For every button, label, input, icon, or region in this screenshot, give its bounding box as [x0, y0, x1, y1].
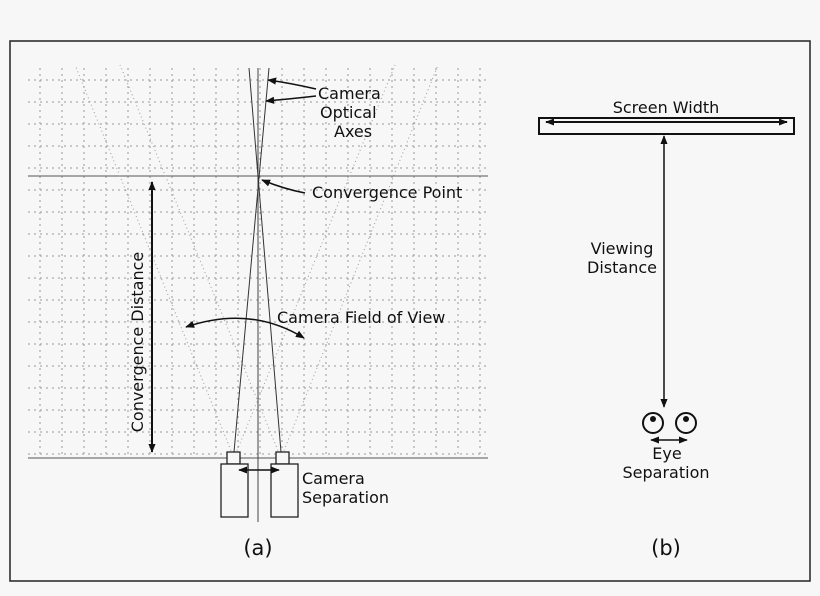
screen	[538, 117, 795, 135]
label-eye-separation-2: Separation	[623, 463, 710, 482]
label-convergence-distance: Convergence Distance	[128, 252, 147, 433]
label-camera-optical-axes-3: Axes	[334, 122, 372, 141]
label-camera-field-of-view: Camera Field of View	[277, 308, 445, 327]
convergence-point-pointer	[261, 179, 306, 194]
label-camera-optical-axes-1: Camera	[318, 84, 381, 103]
caption-a: (a)	[243, 536, 272, 560]
left-optical-axis	[233, 67, 270, 453]
left-eye-icon	[642, 412, 664, 434]
caption-b: (b)	[651, 536, 681, 560]
label-convergence-point: Convergence Point	[312, 183, 462, 202]
label-camera-separation-2: Separation	[302, 488, 389, 507]
optical-axes-pointer-1	[267, 77, 317, 90]
label-eye-separation-1: Eye	[652, 444, 681, 463]
optical-axes-pointer-2	[265, 95, 317, 104]
right-eye-icon	[675, 412, 697, 434]
label-viewing-distance-1: Viewing	[591, 239, 654, 258]
label-camera-optical-axes-2: Optical	[320, 103, 377, 122]
panel-a: Camera Optical Axes Convergence Point Ca…	[28, 64, 488, 560]
field-of-view-arc	[185, 317, 305, 339]
right-optical-axis	[248, 67, 282, 453]
label-screen-width: Screen Width	[613, 98, 720, 117]
panel-b: Screen Width Viewing Distance Eye Separa…	[538, 98, 795, 560]
label-camera-separation-1: Camera	[302, 469, 365, 488]
label-viewing-distance-2: Distance	[587, 258, 657, 277]
field-of-view-lines	[74, 64, 439, 459]
